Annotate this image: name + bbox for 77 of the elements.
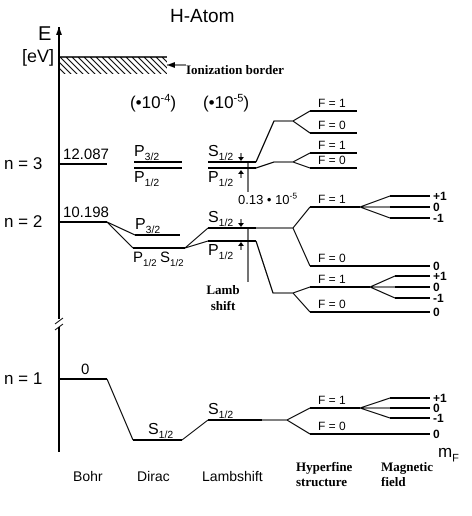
transition-line [106,222,136,236]
quantum-number-label: 0 [433,260,440,272]
transition-line [256,227,310,266]
scale-factor: (•10$^{-4}$) [130,93,176,113]
quantum-number-label: -1 [433,292,444,304]
transition-line [256,120,310,162]
level-label: P$_{1/2}$ [208,242,234,260]
quantum-number-label: +1 [433,190,447,202]
level-label: F = 0 [318,297,346,311]
scale-factor: (•10$^{-5}$) [203,93,250,113]
axis-label: E [38,23,52,46]
transition-line [106,222,134,248]
quantum-number-label: n = 2 [4,212,42,232]
transition-line [360,206,390,208]
quantum-number-label: -1 [433,412,444,424]
quantum-number-label: m$_{F}$ [438,442,459,462]
quantum-number-label: 0 [433,281,440,293]
transition-line [360,397,390,409]
transition-line [247,163,249,192]
level-label: S$_{1/2}$ [208,209,234,227]
transition-line [360,195,390,208]
level-label: F = 1 [318,393,346,407]
transition-line [255,240,310,312]
level-label: F = 0 [318,153,346,167]
level-label: S$_{1/2}$ [160,249,184,266]
level-label: P$_{1/2}$ [134,169,160,187]
column-label: Hyperfine structure [296,460,354,490]
unit-label: [eV] [22,46,54,67]
level-label: 10.198 [63,204,109,221]
transition-line [106,378,134,440]
annotation-text: 0.13 • 10$^{-5}$ [238,192,298,208]
column-label: Bohr [73,468,103,484]
level-label: S$_{1/2}$ [208,143,234,161]
diagram-title: H-Atom [170,6,234,28]
level-label: F = 0 [318,419,346,433]
column-label: Magnetic field [381,460,434,490]
transition-line [182,420,208,440]
transition-line [184,228,208,248]
transition-line [360,407,390,419]
level-label: 12.087 [63,146,109,163]
level-label: S$_{1/2}$ [208,401,234,419]
annotation-text: Ionization border [186,62,284,78]
quantum-number-label: n = 3 [4,154,42,174]
transition-line [360,407,390,409]
level-label: P$_{1/2}$ [133,249,157,266]
level-label: P$_{3/2}$ [135,216,160,234]
transition-line [184,240,208,249]
level-label: F = 0 [318,118,346,132]
quantum-number-label: 0 [433,428,440,440]
quantum-number-label: 0 [433,306,440,318]
level-label: F = 1 [318,192,346,206]
level-label: F = 0 [318,251,346,265]
level-label: F = 1 [318,272,346,286]
transition-line [360,206,390,219]
level-label: P$_{1/2}$ [208,169,234,187]
transition-line [370,286,396,298]
quantum-number-label: 0 [433,402,440,414]
level-label: F = 1 [318,96,346,110]
level-label: F = 1 [318,138,346,152]
transition-line [370,286,395,288]
transition-line [262,419,310,434]
hatched-region [59,56,167,74]
quantum-number-label: +1 [433,392,447,404]
annotation-text: Lamb shift [198,282,248,314]
column-label: Lambshift [202,468,263,484]
quantum-number-label: -1 [433,212,444,224]
quantum-number-label: 0 [433,201,440,213]
level-label: 0 [81,361,90,378]
column-label: Dirac [137,468,170,484]
level-label: S$_{1/2}$ [148,421,174,439]
quantum-number-label: n = 1 [4,369,42,389]
transition-line [256,161,310,169]
transition-line [247,229,249,282]
quantum-number-label: +1 [433,270,447,282]
level-label: P$_{3/2}$ [134,143,160,161]
arrow [167,62,186,68]
transition-line [370,276,396,288]
